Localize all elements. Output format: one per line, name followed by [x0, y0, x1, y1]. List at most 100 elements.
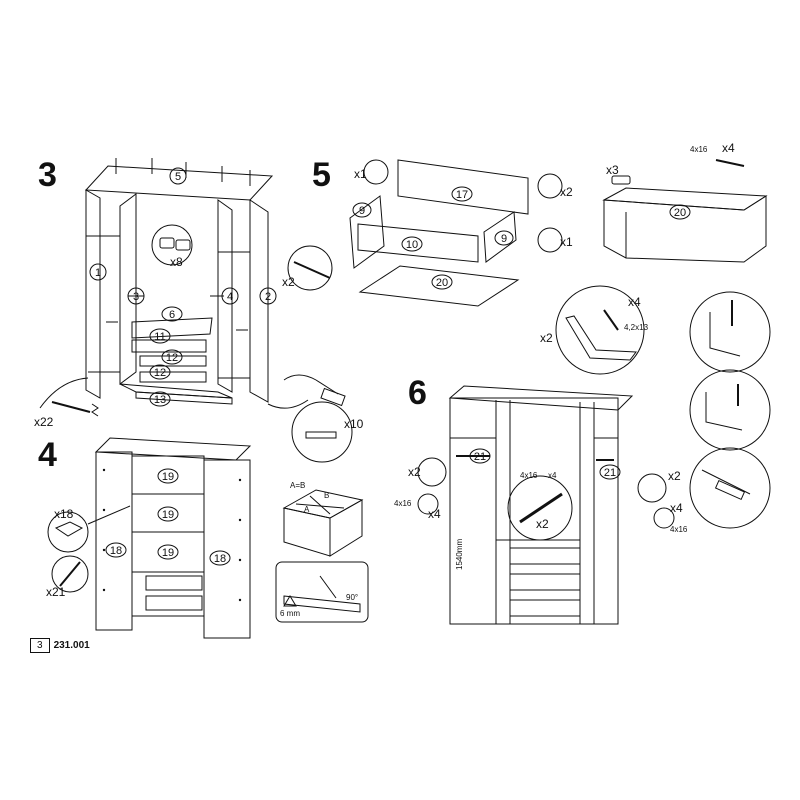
- wardrobe-top: [448, 385, 634, 411]
- dowel-icon: [611, 175, 631, 185]
- nail-callout: [51, 555, 89, 593]
- height-dimension: 1540mm: [455, 539, 464, 570]
- check-label: A=B: [290, 481, 305, 490]
- hammer-icon: [283, 374, 339, 395]
- part-label: 11: [154, 331, 165, 343]
- warn-left: 6 mm: [280, 609, 300, 618]
- back-panel-right: [203, 459, 251, 639]
- part-label: 18: [110, 545, 122, 557]
- dowel-callout: [151, 224, 193, 266]
- screw-icon: [603, 309, 619, 331]
- qty-label: x2: [540, 331, 553, 345]
- cam-bolt-callout: [537, 173, 563, 199]
- part-label: 17: [456, 189, 468, 201]
- step-number-3: 3: [38, 156, 57, 194]
- qty-label: x2: [282, 275, 295, 289]
- size-label: 4x16: [690, 145, 708, 154]
- diagonal-check: A=B A B: [282, 481, 364, 557]
- side-9-right: [483, 211, 517, 263]
- qty-label: x4: [722, 141, 735, 155]
- qty-label: x18: [54, 507, 74, 521]
- part-label: 20: [674, 207, 686, 219]
- part-label: 19: [162, 547, 174, 559]
- part-label: 18: [214, 553, 226, 565]
- qty-label: x2: [408, 465, 421, 479]
- back-panel-17: [397, 159, 529, 215]
- qty-label: x22: [34, 415, 54, 429]
- part-label: 10: [406, 239, 418, 251]
- qty-label: x8: [170, 255, 183, 269]
- step-number-4: 4: [38, 436, 57, 474]
- part-label: 2: [265, 291, 271, 303]
- front-10: [357, 223, 479, 263]
- part-label: 5: [175, 171, 181, 183]
- part-label: 9: [501, 233, 507, 245]
- page-footer: 3 231.001: [30, 638, 90, 653]
- part-label: 12: [154, 367, 166, 379]
- step5-drawer-runner: 20 x3 4x16 x4: [602, 141, 768, 263]
- qty-label: x2: [668, 469, 681, 483]
- cam-lock-callout: [537, 227, 563, 253]
- size-label: 4x16: [670, 525, 688, 534]
- qty-label: x1: [354, 167, 367, 181]
- right-side-panel: [249, 199, 269, 403]
- qty-label: x2: [536, 517, 549, 531]
- clip-callout: [47, 511, 89, 553]
- shelf-6: [131, 317, 213, 339]
- nail-dots: [102, 468, 242, 602]
- step-number-6: 6: [408, 374, 427, 412]
- drawer-front-11: [131, 339, 207, 353]
- qty-label: x1: [560, 235, 573, 249]
- qty-label: x4: [428, 507, 441, 521]
- detail-callout: [689, 369, 771, 451]
- nail-icon: [59, 561, 81, 587]
- qty-label: x10: [344, 417, 364, 431]
- part-label: 3: [133, 291, 139, 303]
- part-label: 21: [474, 451, 486, 463]
- qty-label: x4: [548, 471, 557, 480]
- back-top: [94, 437, 252, 461]
- qty-label: x2: [560, 185, 573, 199]
- screwdriver-callout: [287, 245, 333, 291]
- step5-assembly: 17 9 9 10 20 x1 x2 x1 x2: [282, 159, 573, 307]
- label-a: A: [304, 505, 310, 514]
- step6-assembly: 21 21 1540mm x2 x4 4,2x13 x2 4x16 x4 x2 …: [394, 285, 771, 625]
- size-label: 4,2x13: [624, 323, 649, 332]
- step3-assembly: 5 1 2 3 4 6 11 12 12 13 x8 x22 x10: [34, 158, 364, 463]
- part-label: 20: [436, 277, 448, 289]
- bracket-callout-left: [417, 457, 447, 487]
- top-panel: [84, 165, 274, 201]
- bracket-callout-right: [637, 473, 667, 503]
- cam-lock-callout: [363, 159, 389, 185]
- label-b: B: [324, 491, 329, 500]
- size-label: 4x16: [394, 499, 412, 508]
- part-label: 19: [162, 471, 174, 483]
- page-number: 3: [30, 638, 50, 653]
- size-label: 4x16: [520, 471, 538, 480]
- rail-callout: [555, 285, 645, 375]
- part-label: 12: [166, 352, 178, 364]
- part-label: 21: [604, 467, 616, 479]
- bottom-plinth: [135, 391, 233, 405]
- qty-label: x4: [628, 295, 641, 309]
- qty-label: x21: [46, 585, 66, 599]
- detail-callout: [689, 291, 771, 373]
- screwdriver-icon: [51, 401, 91, 413]
- back-panel-left: [95, 451, 133, 631]
- product-code: 231.001: [53, 640, 90, 651]
- nailing-warning: 6 mm 90°: [275, 561, 369, 623]
- rod-callout: [507, 475, 573, 541]
- warn-right: 90°: [346, 593, 358, 602]
- step-number-5: 5: [312, 156, 331, 194]
- qty-label: x4: [670, 501, 683, 515]
- detail-callout: [689, 447, 771, 529]
- bottom-20: [358, 265, 520, 307]
- left-side-panel: [85, 189, 101, 399]
- part-label: 4: [227, 291, 233, 303]
- part-label: 6: [169, 309, 175, 321]
- wardrobe-body: [449, 397, 619, 625]
- qty-label: x3: [606, 163, 619, 177]
- rod-icon: [519, 492, 563, 524]
- part-label: 13: [154, 394, 166, 406]
